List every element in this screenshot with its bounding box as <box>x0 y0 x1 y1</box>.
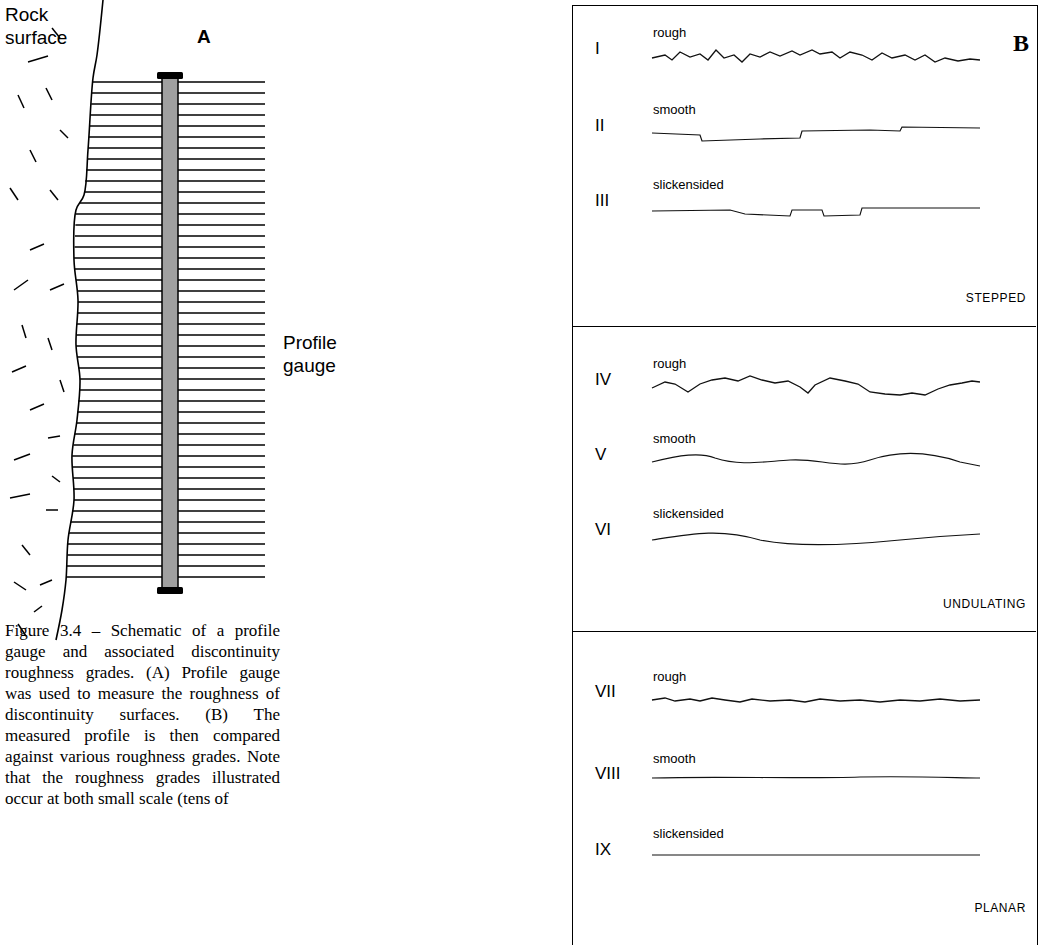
grade-numeral: VIII <box>595 764 621 784</box>
panel-letter: B <box>1013 30 1029 58</box>
grade-label: slickensided <box>653 178 724 193</box>
gauge-cap <box>157 72 183 79</box>
figure-caption: Figure 3.4 – Schematic of a profile gaug… <box>5 620 280 809</box>
band-heading: STEPPED <box>966 292 1026 306</box>
grade-label: rough <box>653 357 686 372</box>
roughness-band: IroughII smoothIII slickensidedSTEPPED <box>573 6 1036 326</box>
grade-label: slickensided <box>653 507 724 522</box>
grade-numeral: IV <box>595 370 611 390</box>
grade-numeral: I <box>595 39 600 59</box>
profile-line <box>652 127 980 141</box>
grade-numeral: VII <box>595 682 616 702</box>
panel-letter: A <box>197 26 227 49</box>
grade-numeral: II <box>595 116 604 136</box>
panel-frame: BIroughIIsmoothIIIslickensidedSTEPPEDIVr… <box>572 5 1038 945</box>
profile-line <box>652 453 980 466</box>
roughness-band: VII roughVIII smoothIX slickensidedPLANAR <box>573 631 1036 945</box>
grade-numeral: V <box>595 445 606 465</box>
band-heading: PLANAR <box>974 902 1026 916</box>
roughness-band: IV roughVsmoothVI slickensidedUNDULATING <box>573 326 1036 631</box>
grade-label: smooth <box>653 103 696 118</box>
gauge-bar <box>162 78 178 588</box>
profile-line <box>652 376 980 395</box>
profile-line <box>652 777 980 778</box>
rock-surface-line <box>56 0 103 640</box>
grade-numeral: IX <box>595 840 611 860</box>
roughness-profiles <box>652 50 980 855</box>
grade-numeral: VI <box>595 520 611 540</box>
profile-line <box>652 533 980 545</box>
rock-hatching <box>10 28 68 636</box>
grade-label: smooth <box>653 752 696 767</box>
profile-line <box>652 208 980 216</box>
profile-line <box>652 698 980 702</box>
gauge-label: Profile gauge <box>283 332 373 378</box>
grade-label: smooth <box>653 432 696 447</box>
grade-label: slickensided <box>653 827 724 842</box>
grade-label: rough <box>653 670 686 685</box>
gauge-cap <box>157 587 183 594</box>
grade-label: rough <box>653 26 686 41</box>
profile-line <box>652 50 980 62</box>
surface-label: Rock surface <box>5 4 115 50</box>
profile-line <box>652 854 980 855</box>
gauge-pin <box>93 81 265 83</box>
grade-numeral: III <box>595 191 609 211</box>
band-heading: UNDULATING <box>943 598 1026 612</box>
